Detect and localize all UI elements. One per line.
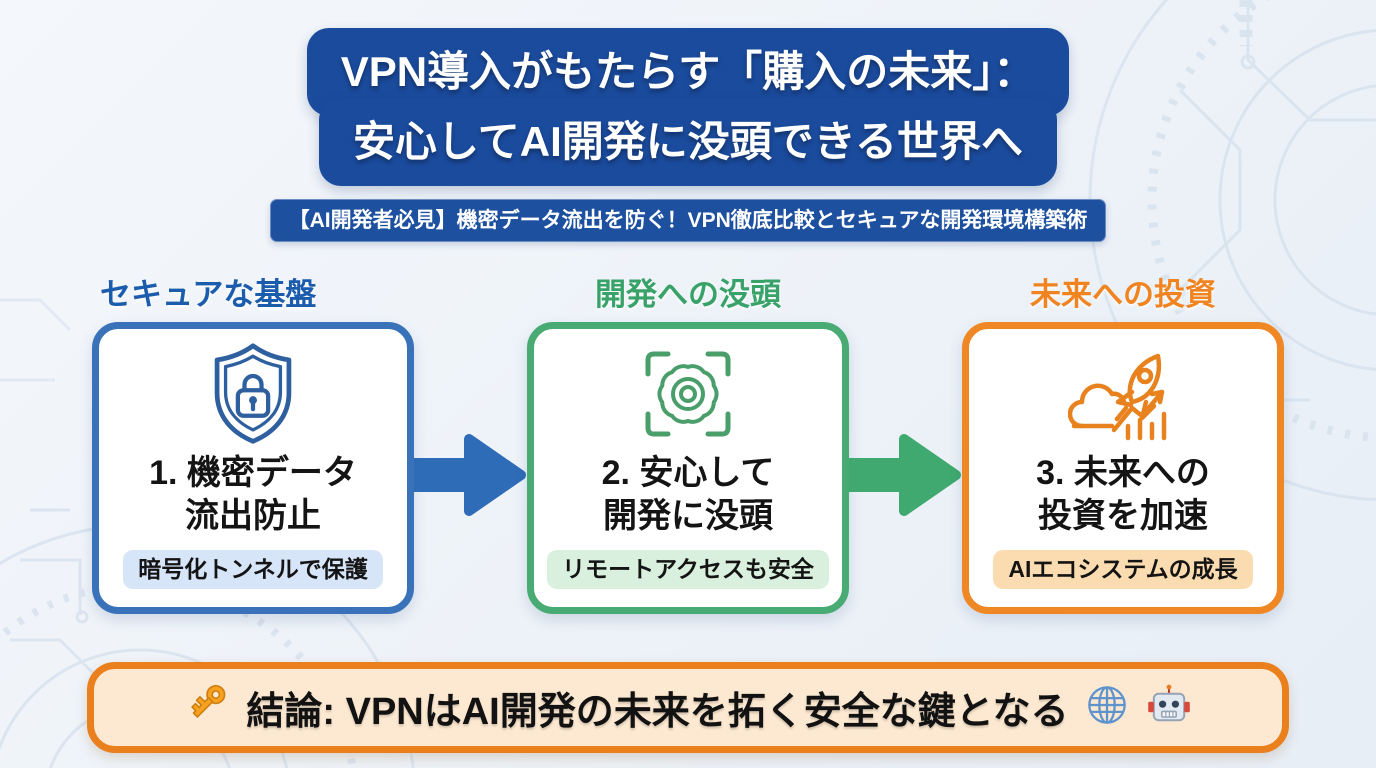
title-banner: VPN導入がもたらす「購入の未来」： 安心してAI開発に没頭できる世界へ (306, 28, 1070, 186)
step2-badge: リモートアクセスも安全 (547, 550, 829, 589)
step1-badge: 暗号化トンネルで保護 (123, 550, 383, 589)
step2-card: 2. 安心して 開発に没頭 リモートアクセスも安全 (527, 322, 849, 614)
title-line-2: 安心してAI開発に没頭できる世界へ (319, 98, 1057, 186)
step1-header: セキュアな基盤 (100, 276, 317, 312)
step-column-1: セキュアな基盤 1. 機密データ (92, 260, 414, 614)
key-icon (183, 681, 231, 734)
step2-title-line2: 開発に没頭 (602, 496, 773, 535)
step2-title-line1: 2. 安心して (601, 454, 775, 492)
step1-title-line2: 流出防止 (185, 496, 321, 535)
step-column-3: 未来への投資 (962, 260, 1284, 614)
conclusion-banner: 結論: VPNはAI開発の未来を拓く安全な鍵となる (87, 662, 1289, 753)
step1-title-line1: 1. 機密データ (149, 454, 357, 492)
step3-card: 3. 未来への 投資を加速 AIエコシステムの成長 (962, 322, 1284, 614)
step1-title: 1. 機密データ 流出防止 (149, 452, 357, 537)
brain-focus-icon (638, 342, 738, 446)
step3-header: 未来への投資 (1030, 276, 1216, 312)
step3-title-line1: 3. 未来への (1036, 454, 1210, 492)
flow-arrow-1 (414, 427, 527, 523)
subtitle-badge: 【AI開発者必見】機密データ流出を防ぐ！VPN徹底比較とセキュアな開発環境構築術 (269, 199, 1107, 242)
step3-title-line2: 投資を加速 (1038, 496, 1208, 535)
right-arrow-icon (414, 434, 526, 516)
globe-icon (1084, 682, 1130, 733)
rocket-growth-icon (1068, 342, 1178, 446)
shield-lock-icon (205, 342, 301, 446)
step-column-2: 開発への没頭 (527, 260, 849, 614)
step2-header: 開発への没頭 (595, 276, 781, 312)
steps-row: セキュアな基盤 1. 機密データ (92, 260, 1284, 614)
step1-card: 1. 機密データ 流出防止 暗号化トンネルで保護 (92, 322, 414, 614)
conclusion-text: 結論: VPNはAI開発の未来を拓く安全な鍵となる (246, 691, 1069, 733)
step2-title: 2. 安心して 開発に没頭 (602, 452, 775, 537)
right-arrow-icon (849, 434, 961, 516)
step3-title: 3. 未来への 投資を加速 (1036, 452, 1210, 537)
robot-icon (1145, 681, 1193, 734)
flow-arrow-2 (849, 427, 962, 523)
step3-badge: AIエコシステムの成長 (993, 550, 1253, 589)
